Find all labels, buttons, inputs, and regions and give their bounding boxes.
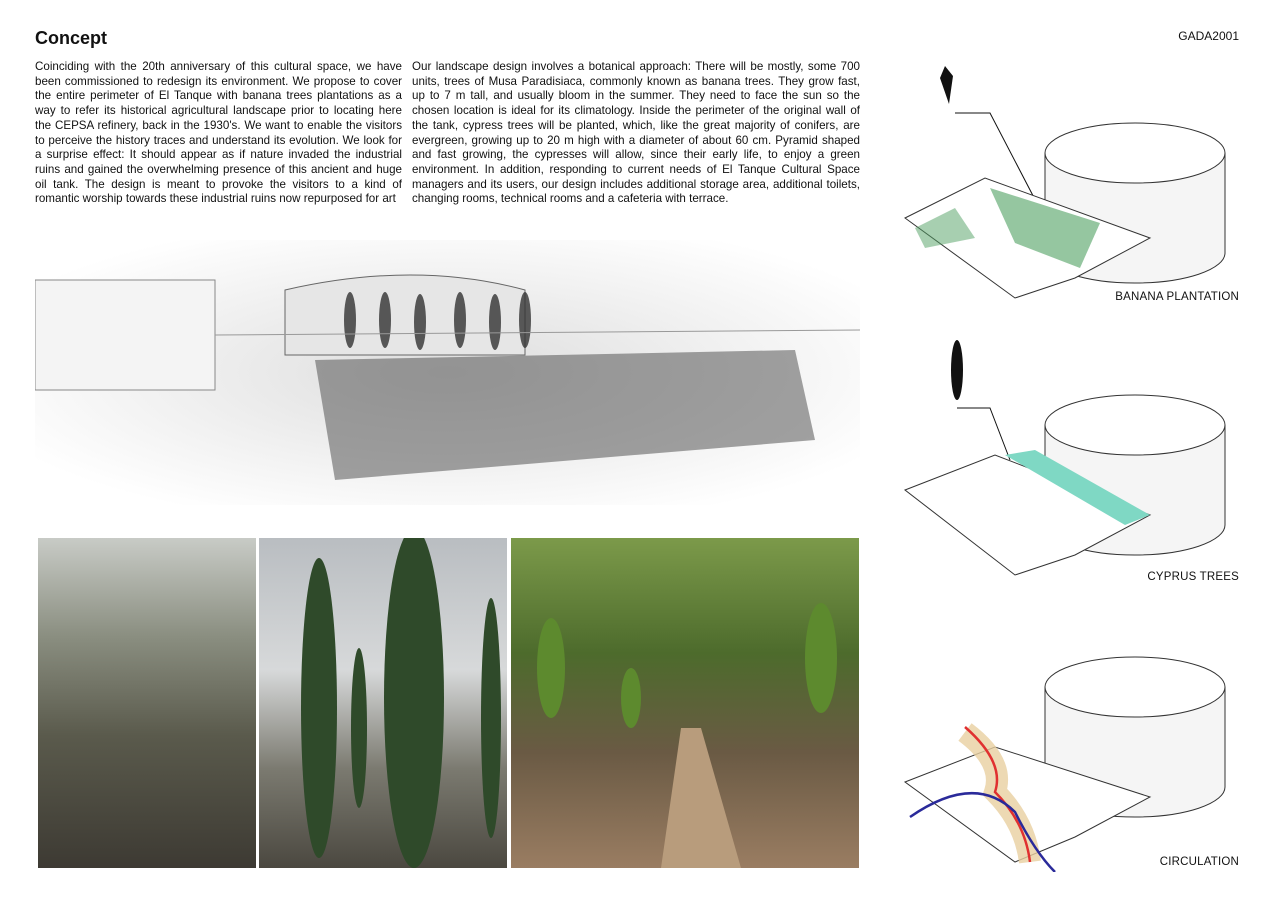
photo-banana-plantation [511,538,859,868]
circulation-diagram [903,656,1226,872]
banana-plantation-diagram [904,66,1226,299]
diagram-label-circulation: CIRCULATION [1159,856,1239,868]
project-code: GADA2001 [1178,29,1239,43]
photo-cypress-trees [259,538,507,868]
landscape-paragraph: Our landscape design involves a botanica… [412,60,860,206]
diagram-label-cypress: CYPRUS TREES [1147,571,1239,583]
page-title: Concept [35,28,107,48]
diagram-label-banana: BANANA PLANTATION [1115,291,1239,303]
intro-paragraph: Coinciding with the 20th anniversary of … [35,60,402,206]
perspective-sketch-render [35,240,860,505]
cypress-trees-diagram [903,340,1226,576]
photo-banana-wall-path [38,538,256,868]
